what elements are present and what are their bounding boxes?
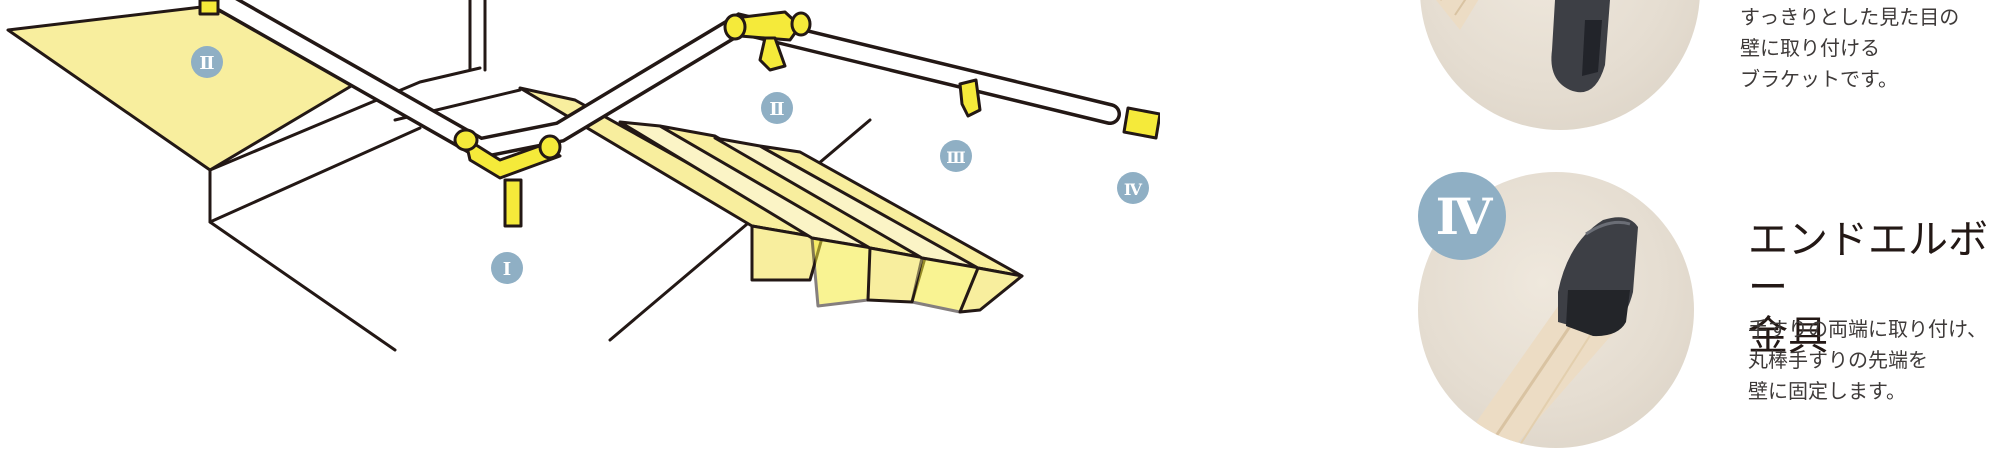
- badge-bracket: Ⅲ: [940, 140, 972, 172]
- wall-bracket-description: すっきりとした見た目の 壁に取り付ける ブラケットです。: [1740, 5, 1960, 91]
- badge-end-cap-text: Ⅳ: [1124, 180, 1143, 199]
- wall-bracket-photo: [1420, 0, 1700, 130]
- end-elbow-badge: Ⅳ: [1418, 172, 1506, 260]
- handrail-staircase-diagram: Ⅱ Ⅰ Ⅱ Ⅲ Ⅳ: [6, 0, 1160, 352]
- handrail-fittings: [198, 0, 1160, 228]
- badge-corner-text: Ⅰ: [503, 259, 511, 280]
- badge-bracket-text: Ⅲ: [946, 148, 965, 167]
- badge-mid-elbow-text: Ⅱ: [769, 99, 784, 120]
- end-elbow-photo: [1418, 172, 1694, 448]
- wall-bracket-illustration: [1436, 0, 1610, 93]
- badge-mid-elbow: Ⅱ: [761, 92, 793, 124]
- handrail-pipe: [209, 0, 1121, 160]
- stair-treads: [518, 86, 1024, 314]
- end-elbow-illustration: [1458, 217, 1638, 448]
- badge-landing: Ⅱ: [191, 46, 223, 78]
- badge-end-cap: Ⅳ: [1117, 172, 1149, 204]
- badge-landing-text: Ⅱ: [199, 53, 214, 74]
- landing-floor: [6, 4, 360, 172]
- end-elbow-description: 手すりの両端に取り付け、 丸棒手すりの先端を 壁に固定します。: [1748, 317, 1987, 403]
- end-elbow-title: エンドエルボー 金具: [1748, 217, 1988, 359]
- badge-corner: Ⅰ: [491, 252, 523, 284]
